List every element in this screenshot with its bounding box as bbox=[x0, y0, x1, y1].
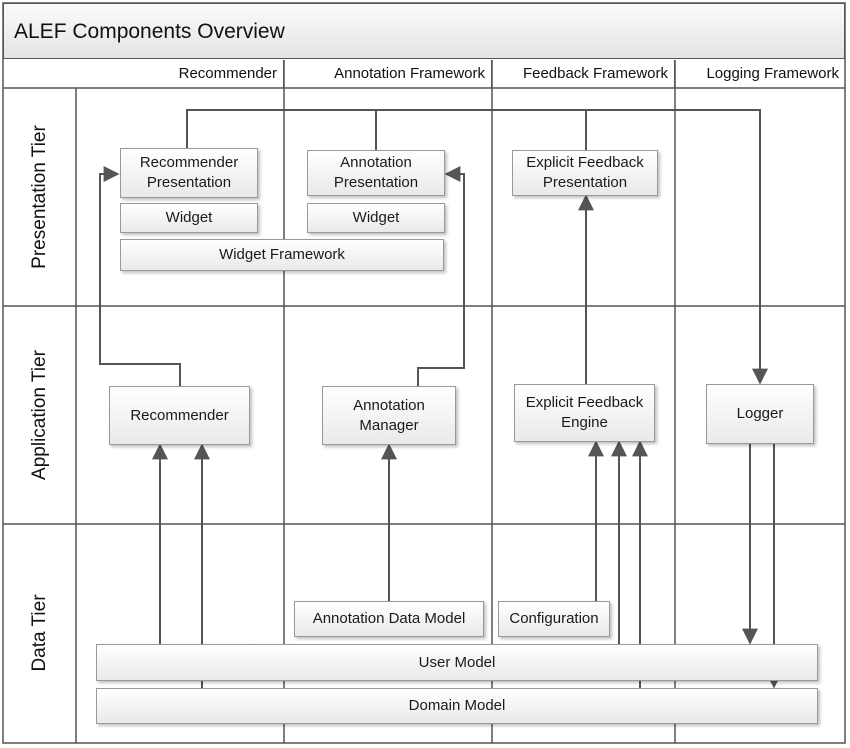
annotation-widget-box: Widget bbox=[307, 203, 445, 233]
recommender-up-line bbox=[99, 166, 181, 386]
explicit-feedback-engine-box: Explicit Feedback Engine bbox=[514, 384, 655, 442]
column-header-annotation-framework: Annotation Framework bbox=[284, 60, 492, 88]
recommender-widget-box: Widget bbox=[120, 203, 258, 233]
recommender-box: Recommender bbox=[109, 386, 250, 445]
column-header-feedback-framework: Feedback Framework bbox=[492, 60, 675, 88]
logger-box: Logger bbox=[706, 384, 814, 444]
domain-model-box: Domain Model bbox=[96, 688, 818, 724]
log-bus-line bbox=[186, 109, 768, 385]
column-header-recommender: Recommender bbox=[3, 60, 284, 88]
explicit-feedback-presentation-box: Explicit Feedback Presentation bbox=[512, 150, 658, 196]
widget-framework-box: Widget Framework bbox=[120, 239, 444, 271]
user-model-box: User Model bbox=[96, 644, 818, 681]
title-bar: ALEF Components Overview bbox=[3, 3, 845, 59]
annotation-data-model-box: Annotation Data Model bbox=[294, 601, 484, 637]
configuration-box: Configuration bbox=[498, 601, 610, 637]
annotation-manager-box: Annotation Manager bbox=[322, 386, 456, 445]
column-header-logging-framework: Logging Framework bbox=[706, 65, 839, 82]
diagram-title: ALEF Components Overview bbox=[14, 20, 285, 43]
annotation-presentation-box: Annotation Presentation bbox=[307, 150, 445, 196]
annotation-manager-up-line bbox=[417, 166, 465, 386]
recommender-presentation-box: Recommender Presentation bbox=[120, 148, 258, 198]
